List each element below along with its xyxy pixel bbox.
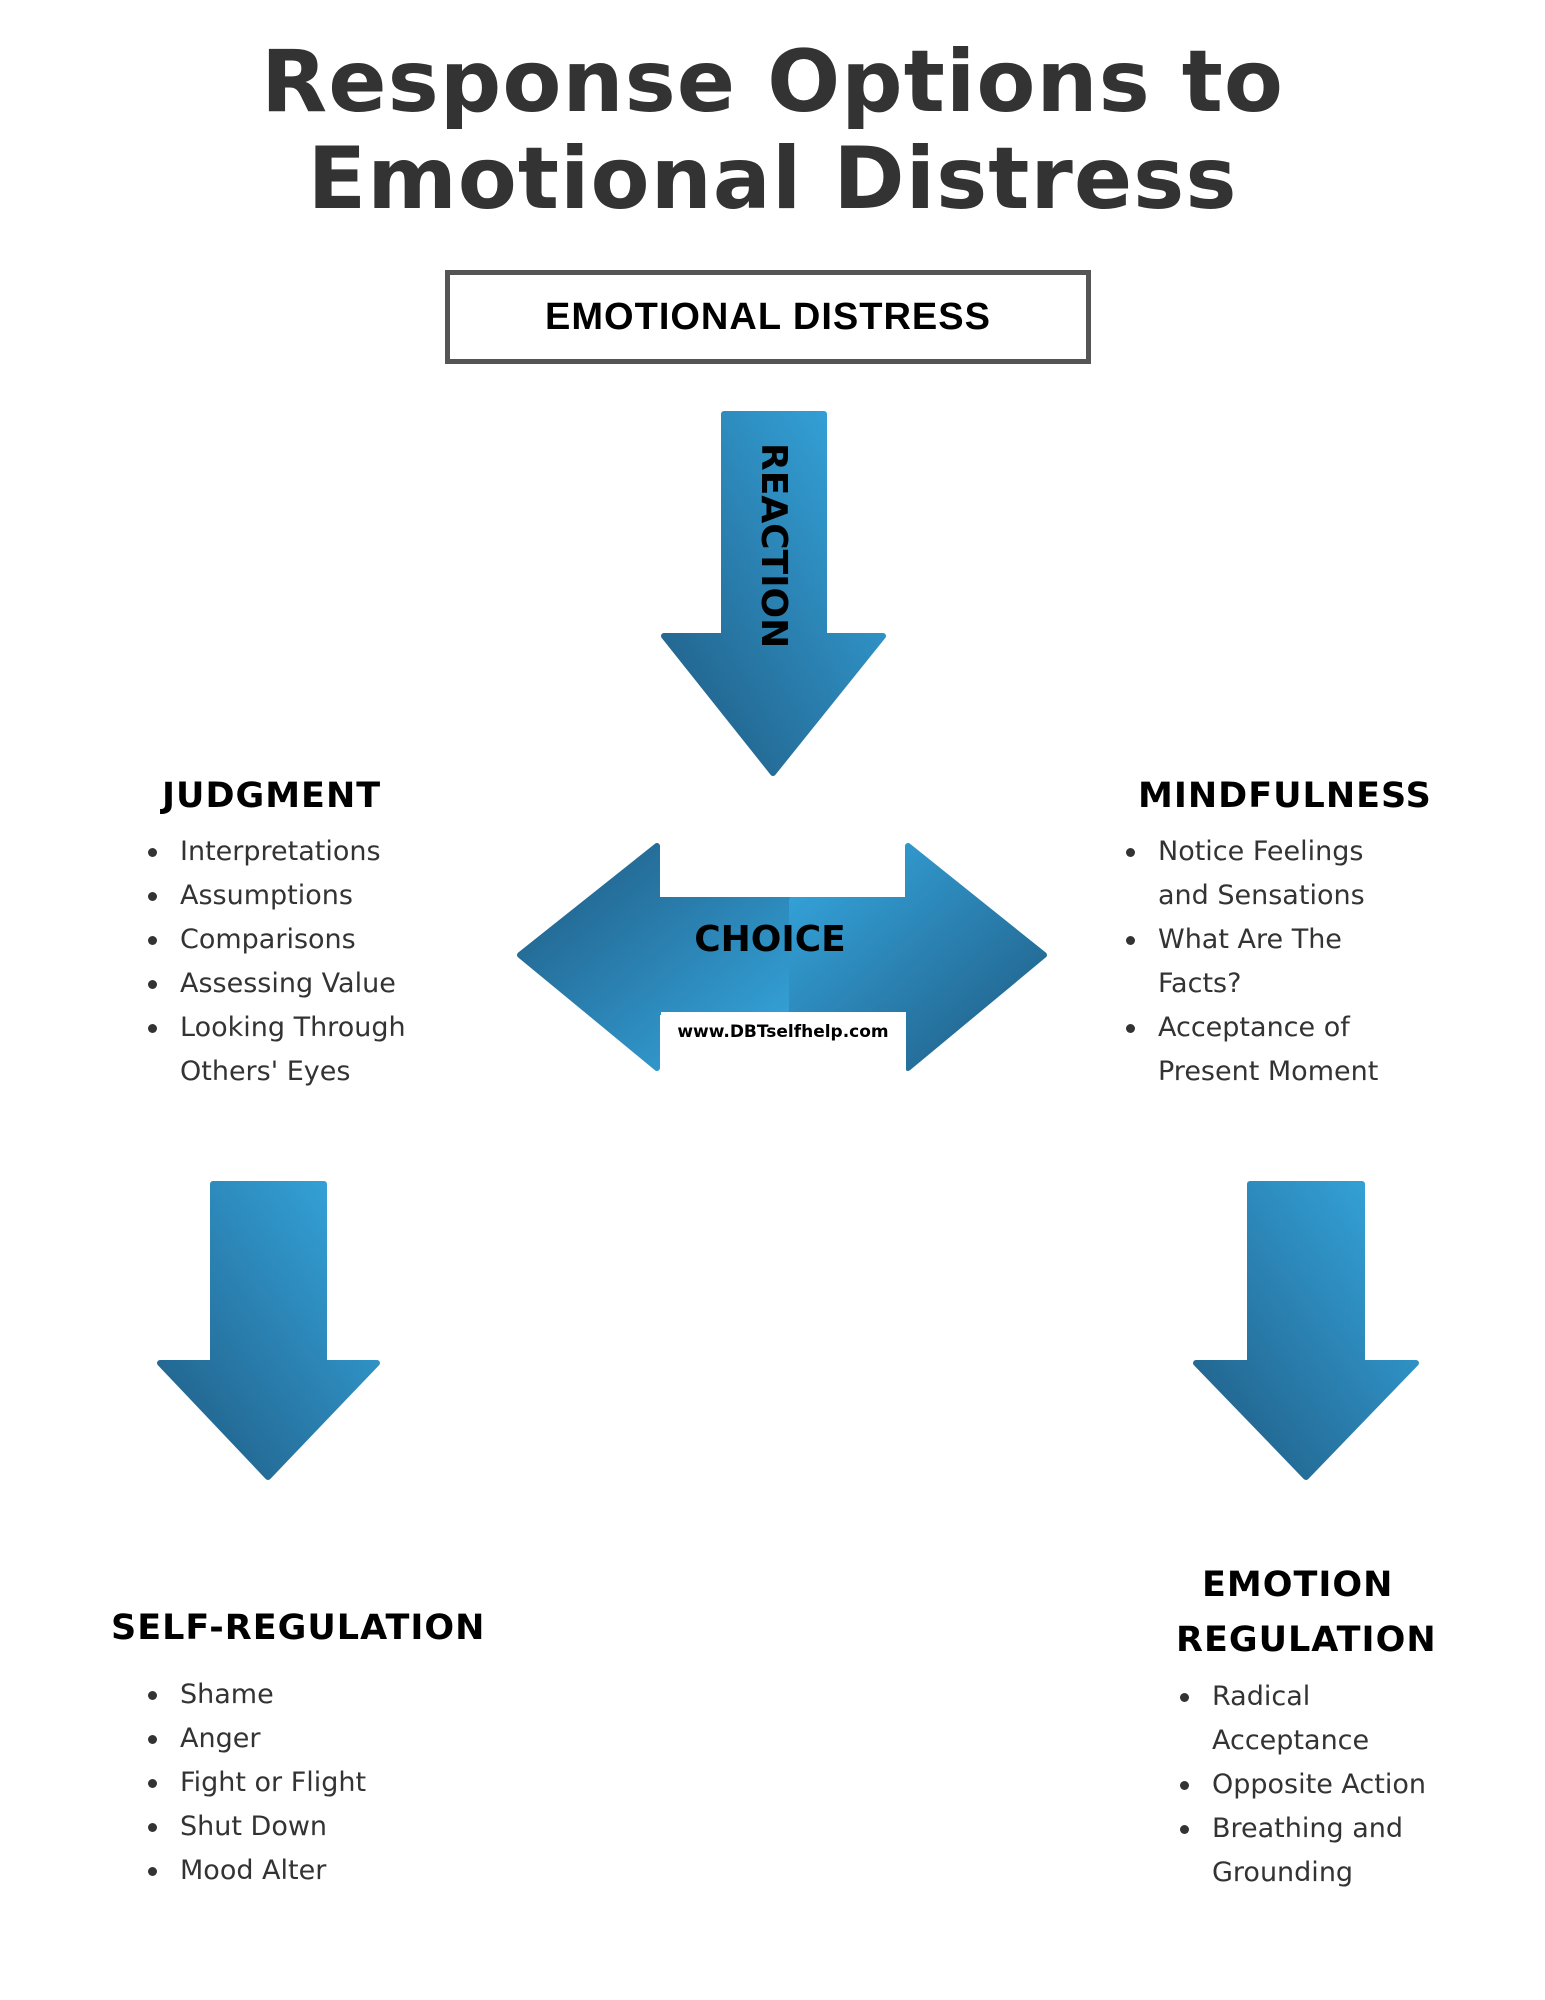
- list-item-text: Mood Alter: [180, 1855, 327, 1886]
- judgment-down-arrow: [157, 1181, 380, 1480]
- list-item-text: Acceptance: [1212, 1725, 1370, 1756]
- list-item-text: Anger: [180, 1723, 261, 1754]
- list-item: Anger: [148, 1717, 366, 1761]
- judgment-heading: JUDGMENT: [162, 776, 382, 816]
- list-item-text: Shut Down: [180, 1811, 328, 1842]
- mindfulness-heading: MINDFULNESS: [1138, 776, 1432, 816]
- bullet-icon: [148, 1735, 157, 1744]
- bullet-icon: [1126, 1024, 1135, 1033]
- choice-arrow-right: [789, 843, 1047, 1071]
- emotion-regulation-heading-line-1: EMOTION: [1202, 1565, 1394, 1605]
- list-item-text: Fight or Flight: [180, 1767, 367, 1798]
- choice-arrow: CHOICE www.DBTselfhelp.com: [517, 843, 1047, 1074]
- emotion-regulation-heading-line-2: REGULATION: [1176, 1620, 1437, 1660]
- page-title: Response Options to Emotional Distress: [0, 34, 1545, 228]
- bullet-icon: [148, 1867, 157, 1876]
- list-item-text: Others' Eyes: [180, 1056, 351, 1087]
- emotional-distress-box: EMOTIONAL DISTRESS: [445, 270, 1091, 364]
- list-item: Shut Down: [148, 1805, 366, 1849]
- reaction-arrow: REACTION: [661, 411, 886, 776]
- list-item: Fight or Flight: [148, 1761, 366, 1805]
- page-title-line-1: Response Options to: [261, 32, 1284, 132]
- list-item-text: Shame: [180, 1679, 274, 1710]
- list-item: Mood Alter: [148, 1849, 366, 1893]
- list-item: Assumptions: [148, 874, 406, 918]
- list-item-text: Assessing Value: [180, 968, 396, 999]
- list-item-text: Notice Feelings: [1158, 836, 1364, 867]
- emotional-distress-label: EMOTIONAL DISTRESS: [545, 296, 991, 338]
- bullet-icon: [148, 1823, 157, 1832]
- list-item: Interpretations: [148, 830, 406, 874]
- bullet-icon: [148, 936, 157, 945]
- list-item: Opposite Action: [1180, 1763, 1426, 1807]
- list-item-text: Comparisons: [180, 924, 356, 955]
- bullet-icon: [1180, 1781, 1189, 1790]
- choice-label: CHOICE: [694, 919, 846, 960]
- list-item-text: Acceptance of: [1158, 1012, 1350, 1043]
- bullet-icon: [148, 980, 157, 989]
- reaction-label: REACTION: [753, 443, 794, 648]
- list-item: Shame: [148, 1673, 366, 1717]
- list-item-text: Grounding: [1212, 1857, 1354, 1888]
- list-item: Acceptance of Present Moment: [1126, 1006, 1378, 1094]
- list-item-text: and Sensations: [1158, 880, 1365, 911]
- list-item: Notice Feelings and Sensations: [1126, 830, 1378, 918]
- bullet-icon: [148, 848, 157, 857]
- bullet-icon: [1180, 1693, 1189, 1702]
- mindfulness-down-arrow-shape: [1193, 1181, 1419, 1480]
- list-item-text: Opposite Action: [1212, 1769, 1426, 1800]
- list-item-text: Looking Through: [180, 1012, 406, 1043]
- bullet-icon: [148, 1779, 157, 1788]
- list-item-text: Present Moment: [1158, 1056, 1379, 1087]
- list-item: Comparisons: [148, 918, 406, 962]
- bullet-icon: [148, 1024, 157, 1033]
- bullet-icon: [1180, 1825, 1189, 1834]
- bullet-icon: [1126, 848, 1135, 857]
- list-item: Assessing Value: [148, 962, 406, 1006]
- reaction-arrow-shape: [661, 411, 886, 776]
- list-item-text: Assumptions: [180, 880, 353, 911]
- website-band: [661, 1012, 906, 1074]
- website-url: www.DBTselfhelp.com: [677, 1022, 888, 1042]
- bullet-icon: [148, 892, 157, 901]
- self-regulation-heading: SELF-REGULATION: [111, 1608, 486, 1648]
- list-item-text: Facts?: [1158, 968, 1242, 999]
- list-item-text: Breathing and: [1212, 1813, 1404, 1844]
- judgment-down-arrow-shape: [157, 1181, 380, 1480]
- bullet-icon: [1126, 936, 1135, 945]
- list-item-text: Radical: [1212, 1681, 1311, 1712]
- list-item-text: Interpretations: [180, 836, 381, 867]
- bullet-icon: [148, 1691, 157, 1700]
- page-title-line-2: Emotional Distress: [307, 129, 1238, 229]
- mindfulness-down-arrow: [1193, 1181, 1419, 1480]
- list-item-text: What Are The: [1158, 924, 1342, 955]
